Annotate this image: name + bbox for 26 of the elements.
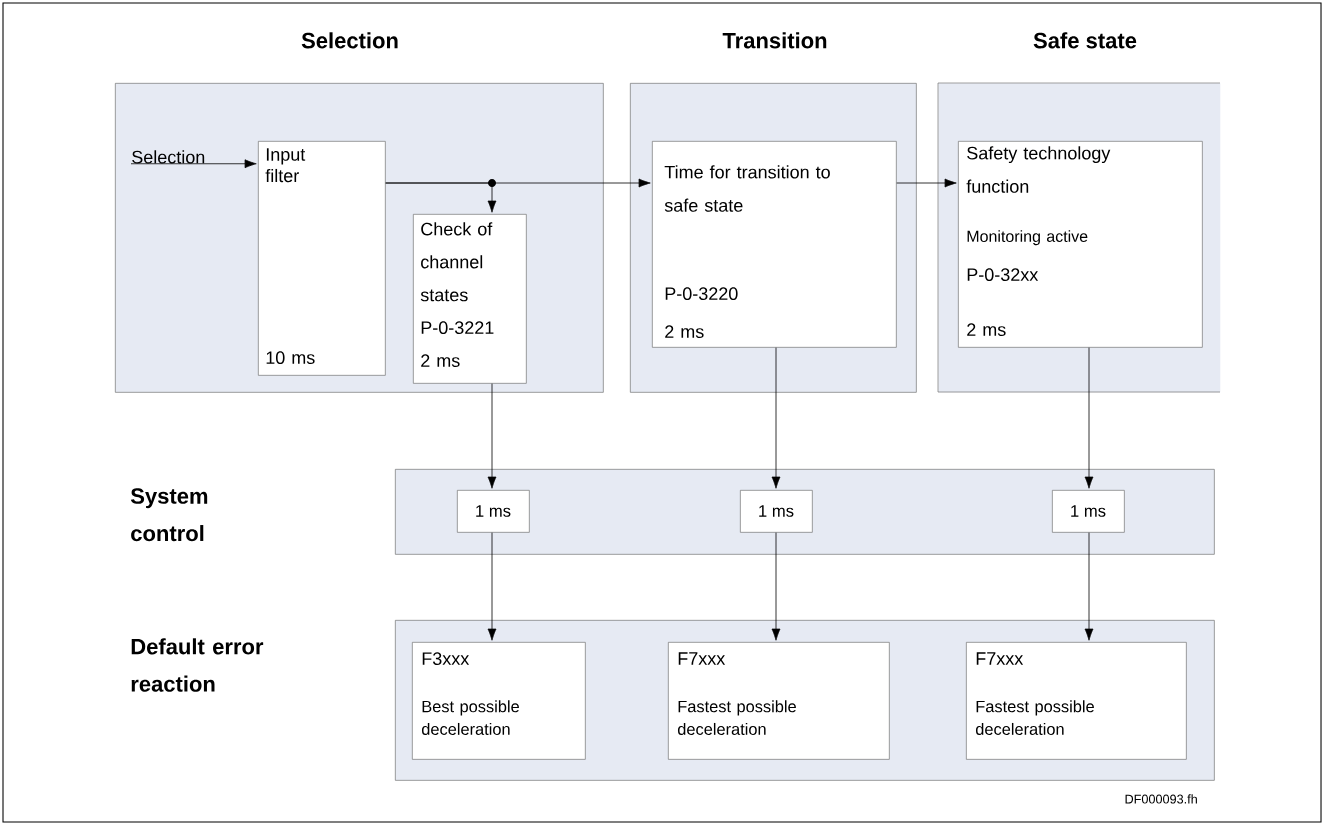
process-box: Check of channel states P-0-3221 2 ms — [413, 214, 527, 384]
row-heading: System control — [130, 488, 208, 542]
row-heading: Default error reaction — [131, 638, 264, 692]
process-box: Time for transition to safe state P-0-3220 2 ms — [652, 141, 897, 348]
process-box: 1 ms — [1052, 490, 1125, 533]
process-box: F7xxx Fastest possible deceleration — [966, 642, 1187, 760]
arrow — [771, 347, 781, 489]
process-box: Safety technology function Monitoring active P-0-32xx 2 ms — [958, 141, 1203, 348]
node-label: Safe state — [1033, 32, 1137, 49]
figure-id: DF000093.fh — [1125, 794, 1197, 804]
process-box: 1 ms — [457, 490, 530, 533]
arrow — [771, 532, 781, 641]
process-box: F7xxx Fastest possible deceleration — [668, 642, 890, 760]
input-label: Selection — [132, 150, 205, 164]
arrow — [1084, 532, 1094, 641]
arrow — [896, 178, 957, 188]
arrow — [487, 532, 497, 641]
arrow — [1084, 347, 1094, 489]
node-label: Transition — [722, 32, 827, 49]
process-box: F3xxx Best possible deceleration — [412, 642, 586, 760]
arrow — [130, 159, 257, 169]
process-box: 1 ms — [740, 490, 813, 533]
arrow — [487, 383, 497, 489]
node-label: Selection — [301, 32, 398, 49]
process-box: Input filter 10 ms — [258, 141, 386, 376]
arrow — [385, 179, 497, 213]
